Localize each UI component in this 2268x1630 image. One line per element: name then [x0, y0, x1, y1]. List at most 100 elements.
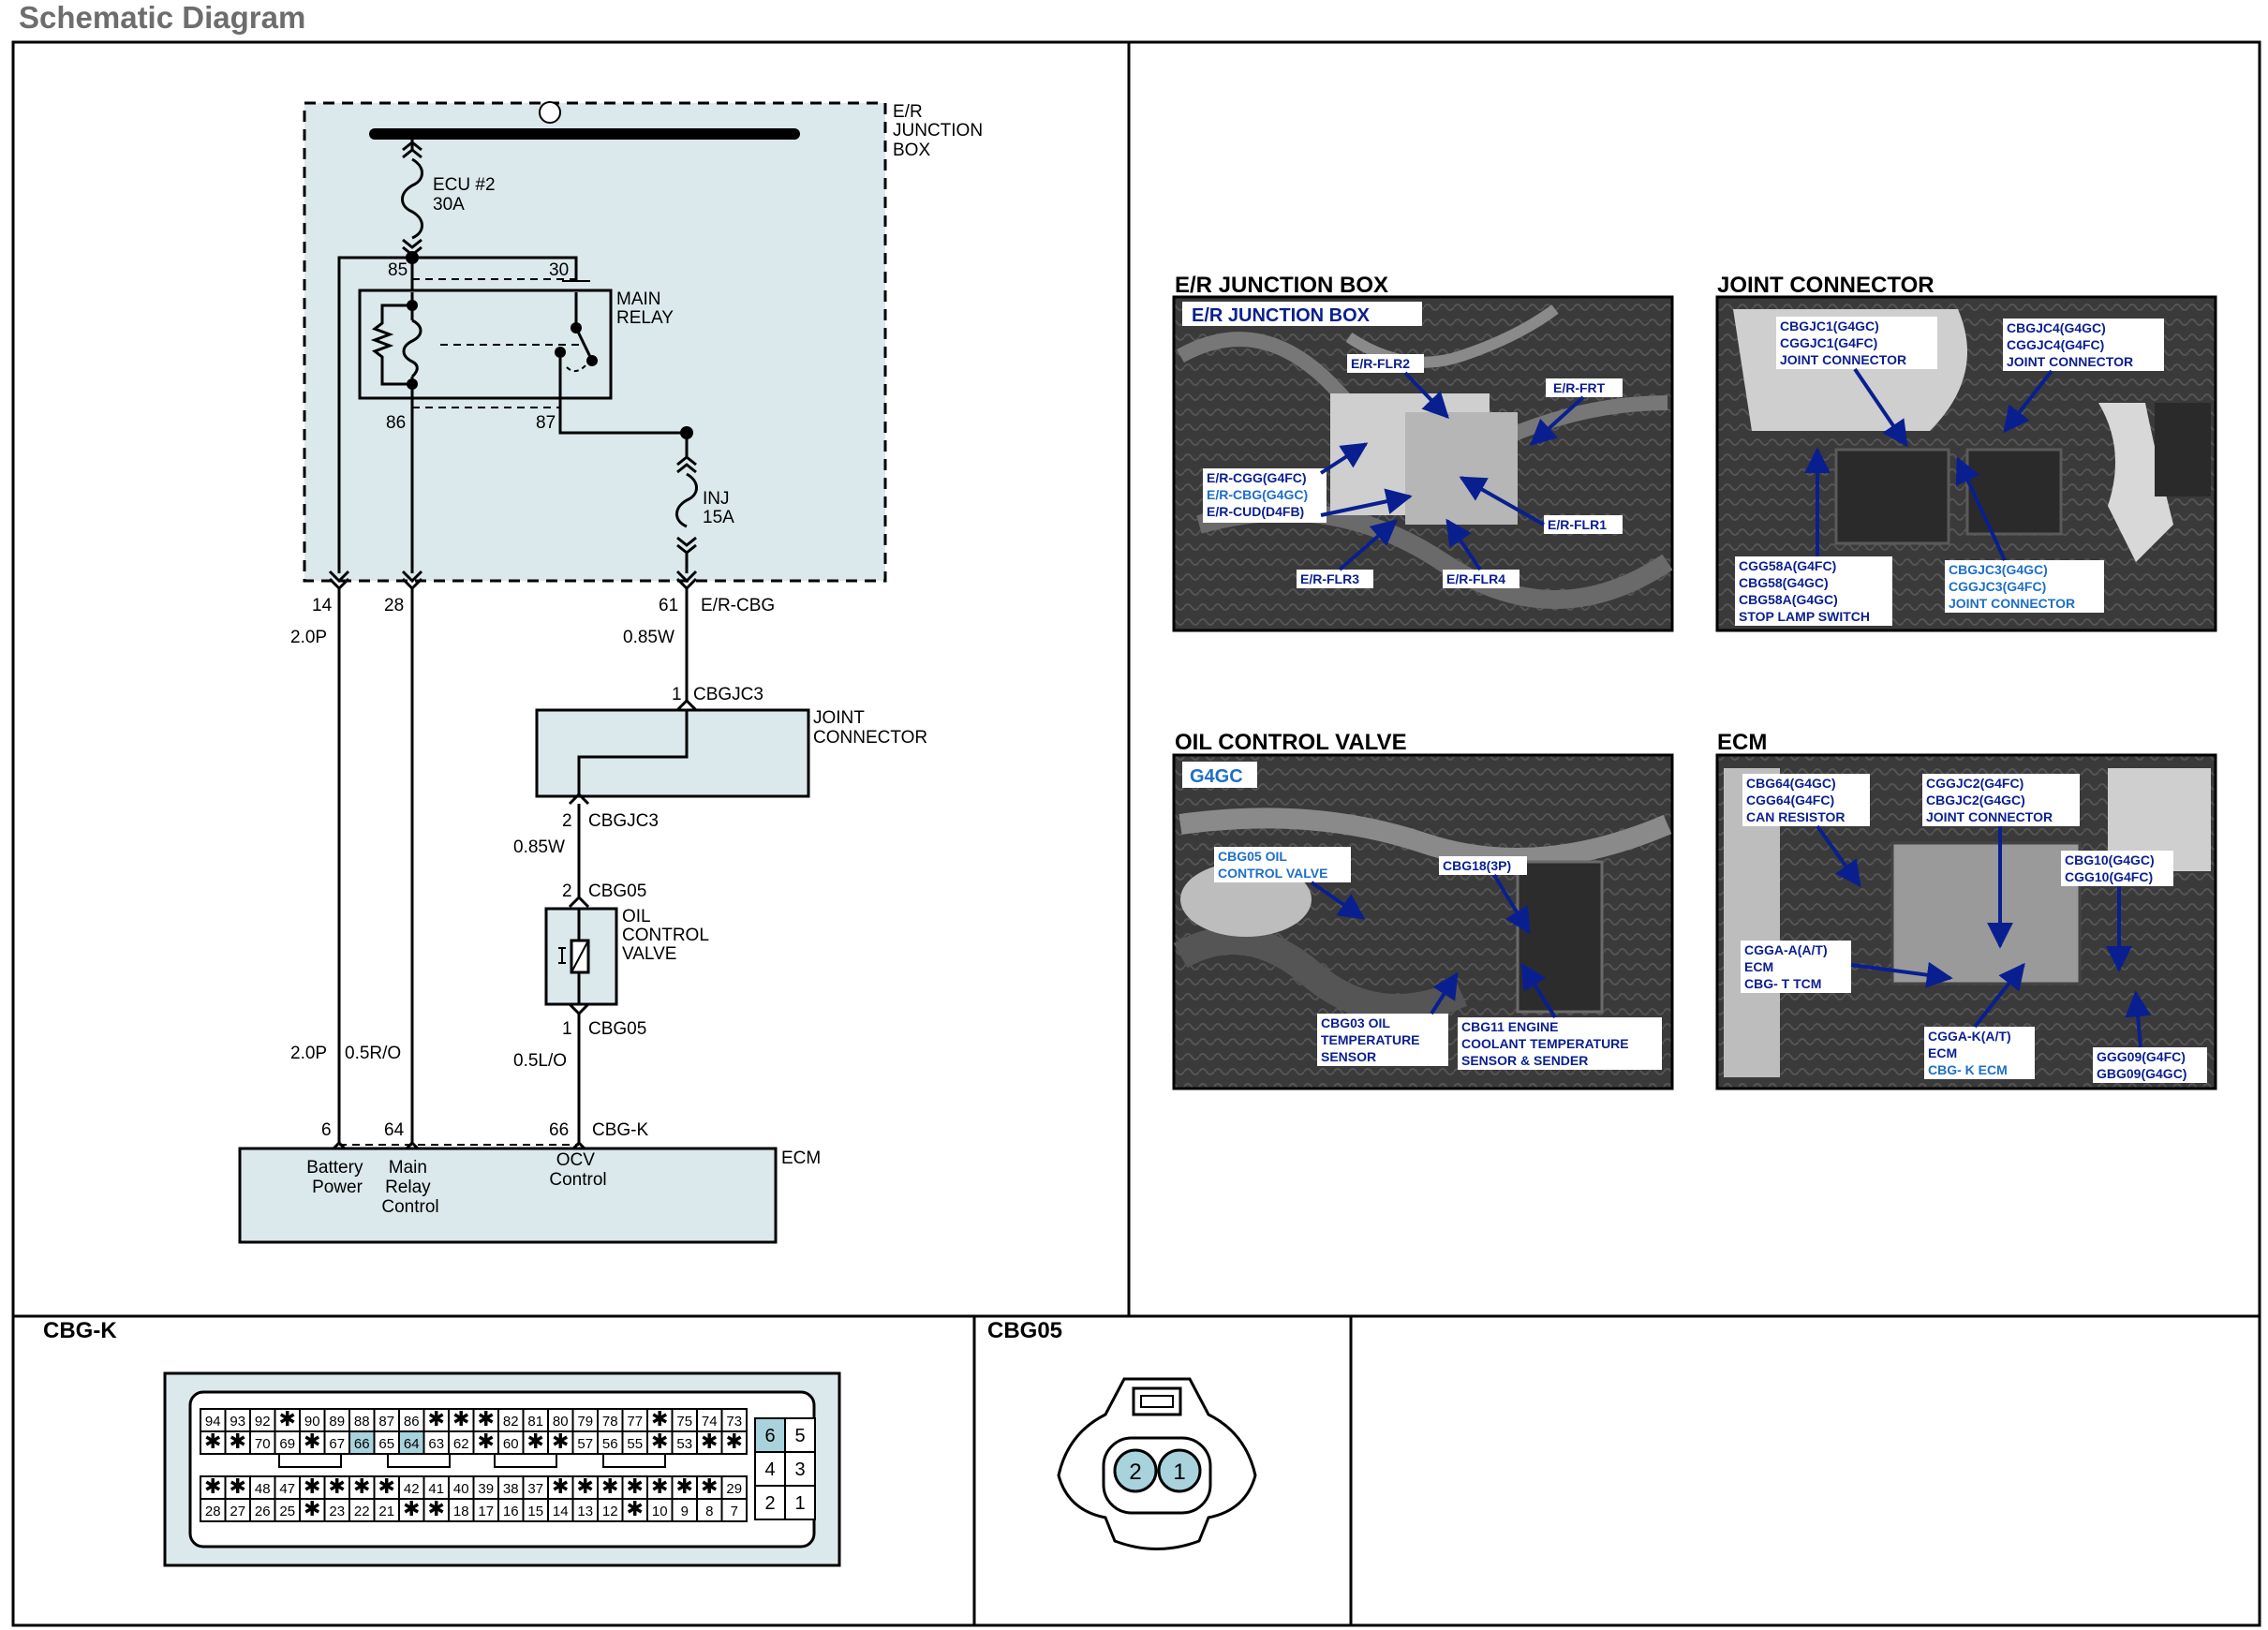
- cbgk-pin-cell: [646, 1475, 674, 1500]
- cbgk-pin-label: 9: [681, 1504, 689, 1519]
- svg-text:E/R-FLR2: E/R-FLR2: [1351, 356, 1410, 371]
- cbgk-pin-label: 26: [255, 1504, 271, 1519]
- cbgk-pin-label: 93: [230, 1414, 245, 1430]
- wire-14-spec: 2.0P: [290, 628, 327, 647]
- svg-text:E/R-CUD(D4FB): E/R-CUD(D4FB): [1207, 504, 1304, 519]
- photo-er-banner: E/R JUNCTION BOX: [1192, 305, 1371, 326]
- cbgk-pin-label: 81: [527, 1414, 543, 1430]
- wire-6-spec: 2.0P: [290, 1044, 327, 1063]
- ecm-conn-name: CBG-K: [592, 1120, 649, 1140]
- cbgk-pin-label: 39: [478, 1481, 494, 1497]
- jb-pin-28: 28: [384, 596, 404, 615]
- cbgk-pin-label: 64: [404, 1436, 420, 1452]
- svg-text:CBG18(3P): CBG18(3P): [1443, 858, 1511, 873]
- cbgk-pin-cell: [720, 1430, 748, 1455]
- junction-box-label: E/R JUNCTION BOX: [893, 102, 987, 160]
- cbgk-pin-cell: [224, 1430, 251, 1455]
- joint-connector-label: JOINT CONNECTOR: [813, 708, 927, 748]
- cbgk-pin-label: ✱: [676, 1474, 693, 1498]
- cbgk-pin-label: ✱: [527, 1430, 544, 1453]
- connector-cbg05-title: CBG05: [987, 1318, 1062, 1343]
- cbgk-pin-cell: [696, 1475, 723, 1500]
- svg-text:CBG11 ENGINE COOLANT TEM: CBG11 ENGINE COOLANT TEMPERATURE SENSOR …: [1461, 1019, 1633, 1068]
- cbgk-pin-label: ✱: [428, 1407, 445, 1430]
- joint-top-pin: 1: [672, 685, 682, 704]
- ecm-label: ECM: [781, 1148, 821, 1168]
- cbgk-pin-label: 12: [602, 1504, 618, 1519]
- cbgk-pin-cell: [249, 1408, 276, 1432]
- relay-pin-87: 87: [536, 413, 556, 433]
- cbgk-pin-cell: [671, 1498, 698, 1522]
- wire-joint-ocv-spec: 0.85W: [513, 837, 565, 857]
- cbgk-pin-label: 82: [503, 1414, 519, 1430]
- photo-ecm-title: ECM: [1717, 730, 1767, 755]
- wire-64-spec: 0.5R/O: [345, 1044, 401, 1063]
- cbgk-pin-label: 22: [354, 1504, 370, 1519]
- svg-text:E/R-FRT: E/R-FRT: [1553, 380, 1606, 395]
- fuse-inj-label: INJ 15A: [703, 489, 734, 527]
- page-title: Schematic Diagram: [19, 0, 306, 35]
- cbgk-pin-label: ✱: [601, 1474, 618, 1498]
- cbgk-pin-label: 42: [404, 1481, 420, 1497]
- cbgk-pin-cell: [398, 1498, 425, 1522]
- cbgk-pin-label: ✱: [353, 1474, 370, 1498]
- cbgk-pin-cell: [720, 1498, 748, 1522]
- joint-bot-conn: CBGJC3: [588, 811, 659, 831]
- cbgk-pin-label: ✱: [627, 1474, 644, 1498]
- cbgk-pin-label: 78: [602, 1414, 618, 1430]
- ocv-bot-pin: 1: [562, 1019, 572, 1039]
- cbgk-right-pin-label: 6: [764, 1426, 775, 1446]
- ecm-main-relay-control: Main Relay Control: [381, 1158, 438, 1217]
- cbgk-pin-label: 57: [577, 1436, 593, 1452]
- connector-cbgk-title: CBG-K: [43, 1318, 117, 1343]
- cbgk-right-pin-cell: [784, 1417, 816, 1453]
- svg-text:E/R-FLR4: E/R-FLR4: [1446, 571, 1505, 586]
- cbgk-pin-label: 48: [255, 1481, 271, 1497]
- cbgk-pin-label: 27: [230, 1504, 245, 1519]
- cbgk-pin-label: 17: [478, 1504, 494, 1519]
- cbgk-pin-label: ✱: [428, 1497, 445, 1520]
- cbgk-pin-label: 92: [255, 1414, 271, 1430]
- cbgk-right-pin-label: 3: [794, 1460, 805, 1480]
- cbgk-pin-label: 94: [205, 1414, 221, 1430]
- svg-text:CGG58A(G4FC) CBG58(G4GC): CGG58A(G4FC) CBG58(G4GC) CBG58A(G4GC) ST…: [1739, 558, 1870, 624]
- svg-text:CBG64(G4GC) CGG64(G4FC): CBG64(G4GC) CGG64(G4FC) CAN RESISTOR: [1746, 776, 1846, 824]
- cbgk-pin-cell: [373, 1498, 400, 1522]
- photo-ocv-title: OIL CONTROL VALVE: [1175, 730, 1407, 755]
- cbgk-pin-label: 55: [627, 1436, 643, 1452]
- cbgk-pin-label: 15: [527, 1504, 543, 1519]
- ecm-box: [238, 1147, 778, 1244]
- cbgk-pin-label: 65: [378, 1436, 394, 1452]
- fuse-ecu-label: ECU #2 30A: [433, 175, 500, 215]
- cbgk-pin-label: 66: [354, 1436, 370, 1452]
- cbgk-pin-cell: [249, 1430, 276, 1455]
- cbgk-pin-label: 87: [378, 1414, 394, 1430]
- cbgk-pin-label: 28: [205, 1504, 221, 1519]
- cbgk-pin-label: ✱: [651, 1407, 668, 1430]
- cbgk-pin-label: ✱: [627, 1497, 644, 1520]
- cbgk-pin-label: 53: [676, 1436, 692, 1452]
- svg-text:CBG03 OIL TEMPERATURE: CBG03 OIL TEMPERATURE SENSOR: [1321, 1015, 1423, 1064]
- cbgk-pin-cell: [200, 1430, 227, 1455]
- cbgk-pin-label: 38: [503, 1481, 519, 1497]
- cbgk-pin-label: 8: [705, 1504, 713, 1519]
- cbgk-pin-label: ✱: [304, 1497, 320, 1520]
- cbgk-right-pin-cell: [784, 1485, 816, 1520]
- cbgk-pin-label: 47: [279, 1481, 295, 1497]
- cbgk-pin-label: 40: [453, 1481, 469, 1497]
- svg-text:E/R-CGG(G4FC): E/R-CGG(G4FC): [1207, 470, 1307, 485]
- photo-ocv-banner: G4GC: [1190, 766, 1243, 787]
- cbgk-pin-cell: [373, 1430, 400, 1455]
- cbgk-pin-label: ✱: [403, 1497, 420, 1520]
- svg-text:CBGJC4(G4GC) CGGJC4(G4FC: CBGJC4(G4GC) CGGJC4(G4FC) JOINT CONNECTO…: [2007, 320, 2133, 369]
- cbgk-pin-cell: [547, 1475, 574, 1500]
- cbgk-pin-label: 90: [304, 1414, 320, 1430]
- cbgk-pin-label: 37: [527, 1481, 543, 1497]
- fuse-ecu: [401, 140, 423, 258]
- cbg05-pin-1: 1: [1173, 1460, 1185, 1485]
- svg-text:E/R-FLR1: E/R-FLR1: [1548, 517, 1607, 532]
- svg-text:CGGA-A(A/T) ECM CB: CGGA-A(A/T) ECM CBG- T TCM: [1744, 942, 1831, 991]
- joint-top-conn: CBGJC3: [693, 685, 763, 704]
